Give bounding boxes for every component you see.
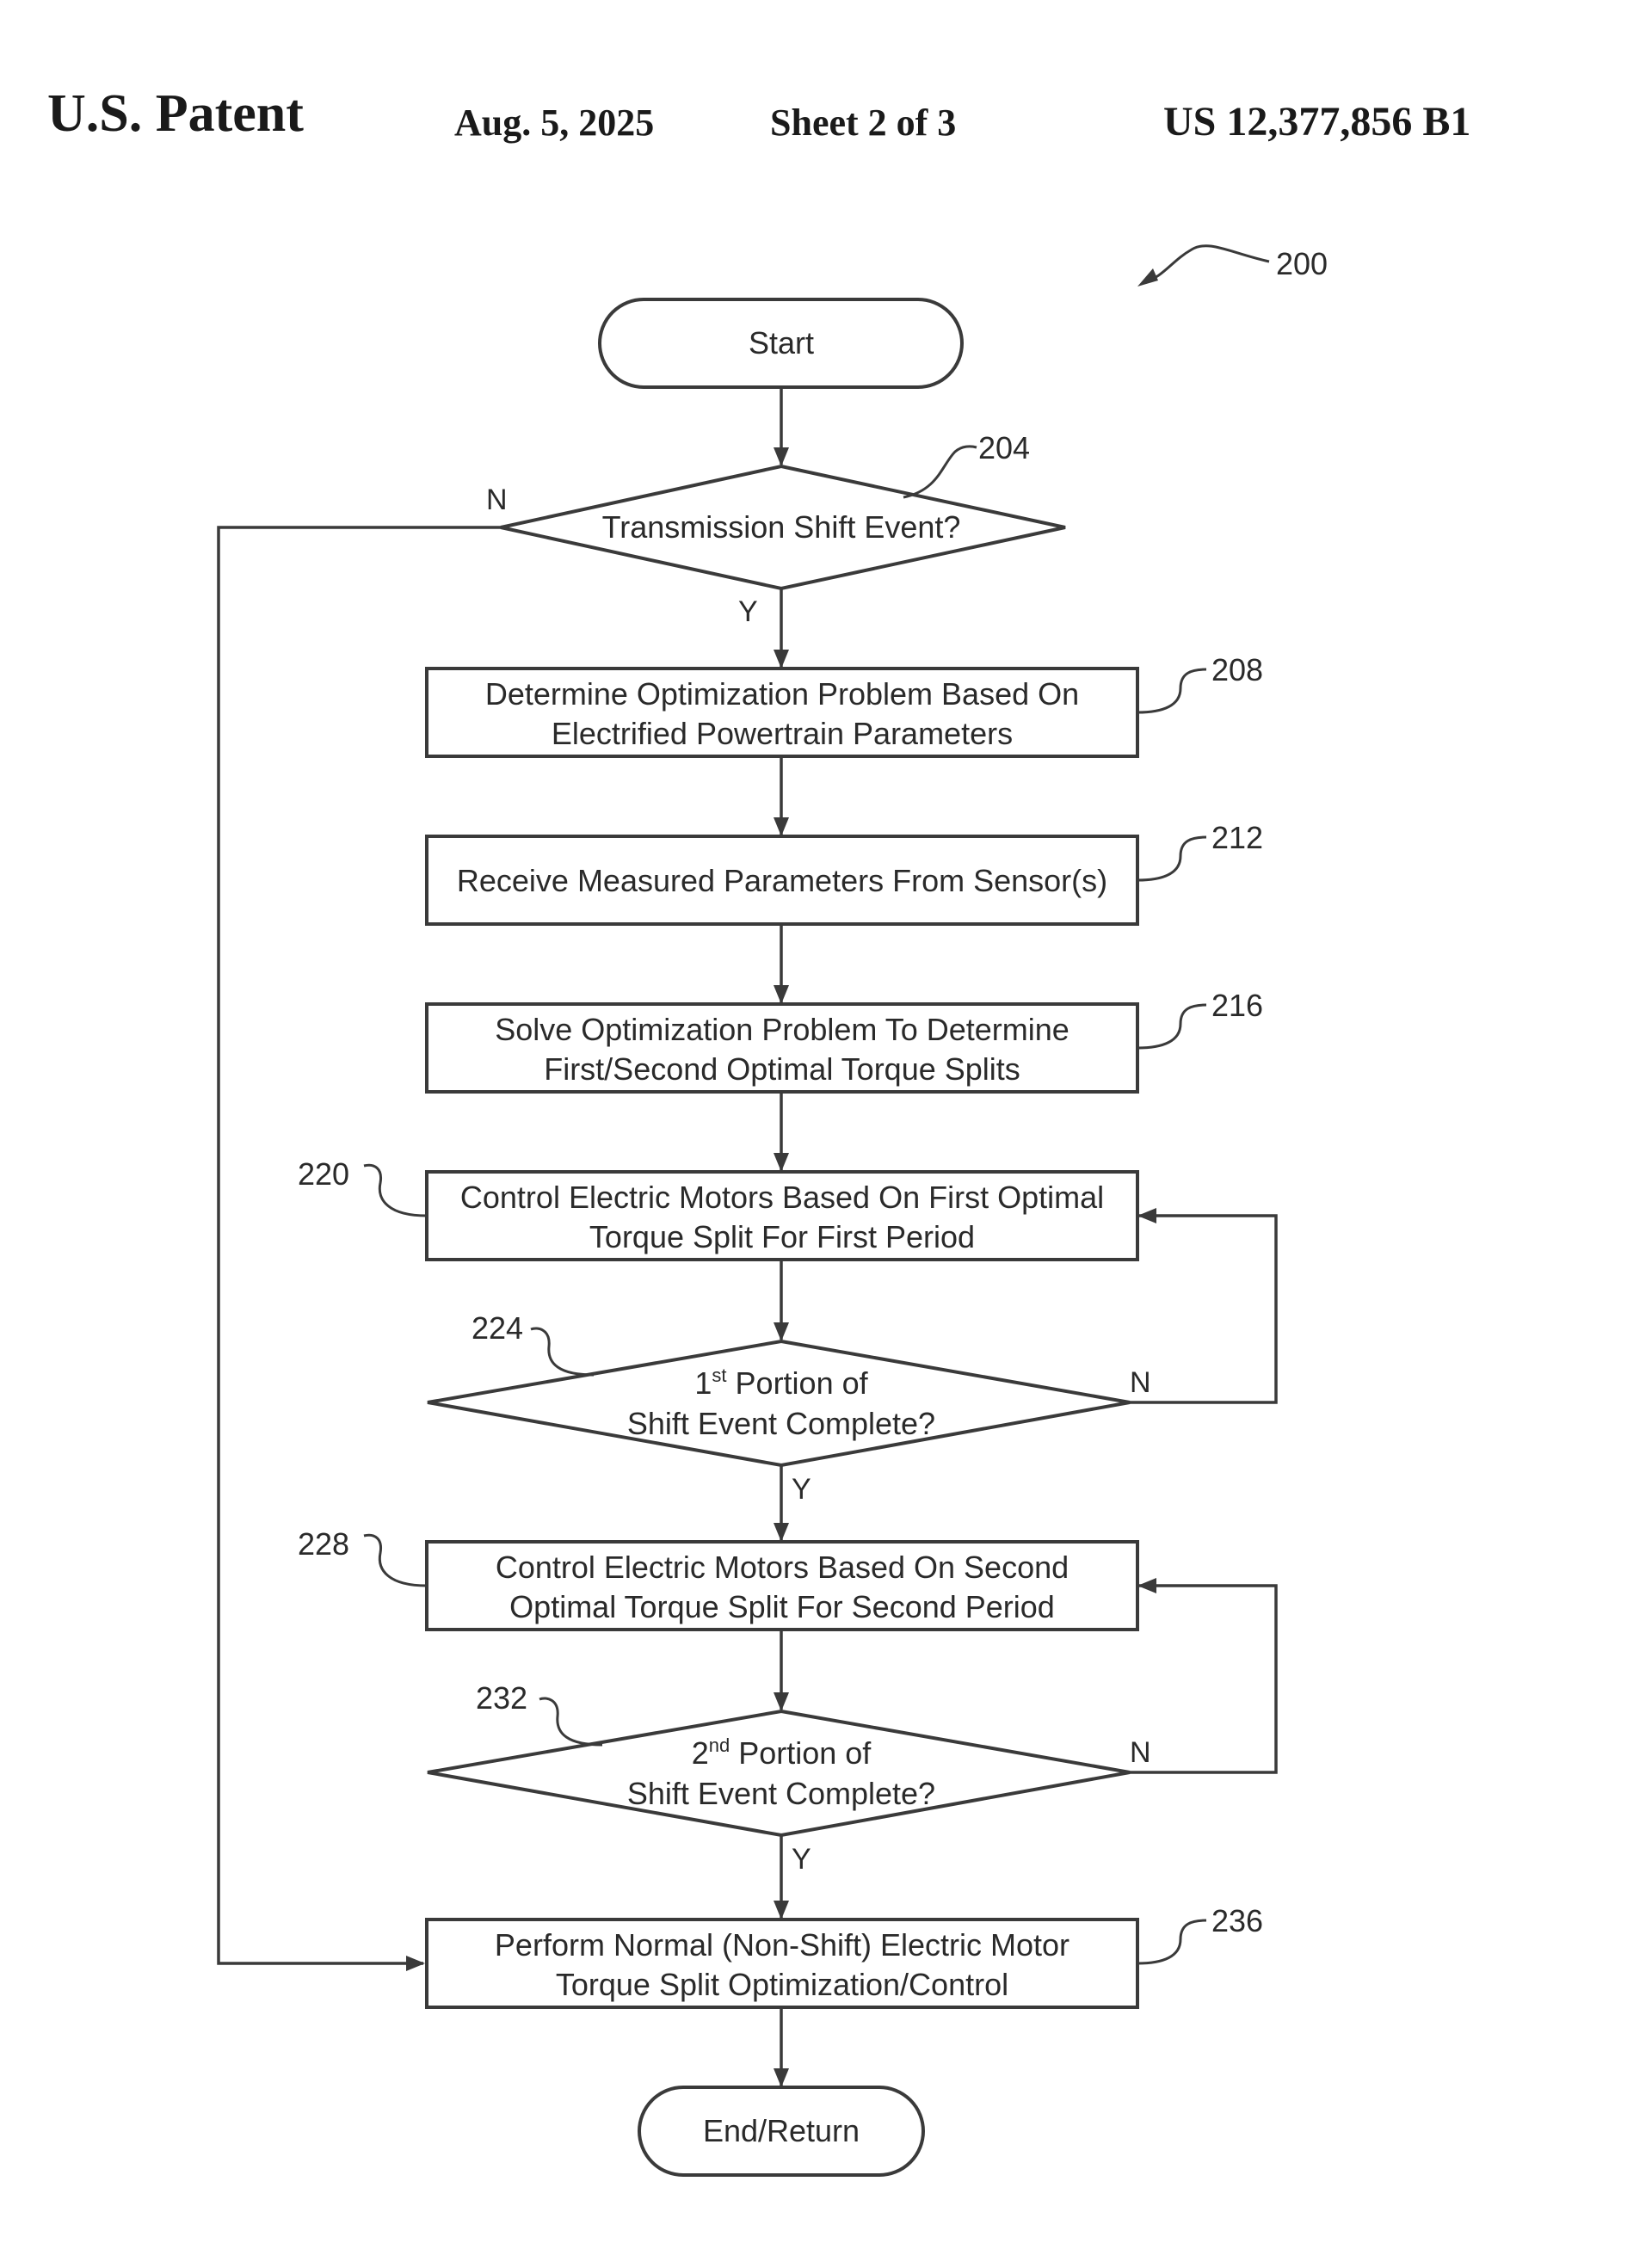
process-208-line2: Electrified Powertrain Parameters — [552, 716, 1013, 751]
header-sheet: Sheet 2 of 3 — [770, 102, 956, 144]
figure-ref-label: 200 — [1276, 246, 1328, 281]
ref-236-label: 236 — [1211, 1903, 1263, 1938]
ref-208-label: 208 — [1211, 652, 1263, 687]
header-patent-number: US 12,377,856 B1 — [1163, 99, 1470, 145]
decision-224-line1: 1st Portion of — [694, 1365, 868, 1401]
ref-216-label: 216 — [1211, 988, 1263, 1023]
process-228-line1: Control Electric Motors Based On Second — [496, 1550, 1069, 1585]
process-212-label: Receive Measured Parameters From Sensor(… — [457, 863, 1107, 898]
edge-204-no-to-236 — [217, 526, 501, 1971]
decision-224-no-label: N — [1130, 1366, 1151, 1399]
ref-224-label: 224 — [472, 1310, 523, 1346]
decision-204-yes-label: Y — [738, 595, 758, 628]
ref-212-label: 212 — [1211, 820, 1263, 855]
ref-220-label: 220 — [298, 1156, 349, 1192]
process-208 — [425, 667, 1139, 758]
figure-ref-lead-line — [1143, 244, 1270, 284]
end-label: End/Return — [703, 2113, 860, 2148]
process-216-line2: First/Second Optimal Torque Splits — [544, 1051, 1020, 1087]
ref-220-lead — [363, 1163, 428, 1217]
end-terminal — [638, 2086, 925, 2177]
process-228-line2: Optimal Torque Split For Second Period — [509, 1589, 1055, 1624]
ref-216-lead — [1137, 1003, 1207, 1050]
decision-232-line1: 2nd Portion of — [692, 1735, 872, 1771]
ref-204-label: 204 — [978, 430, 1030, 465]
process-216-line1: Solve Optimization Problem To Determine — [495, 1012, 1069, 1047]
decision-224 — [427, 1339, 1131, 1468]
ref-228-label: 228 — [298, 1526, 349, 1562]
decision-204-label: Transmission Shift Event? — [602, 509, 961, 545]
process-236-line1: Perform Normal (Non-Shift) Electric Moto… — [495, 1927, 1069, 1963]
process-220-line2: Torque Split For First Period — [589, 1219, 975, 1254]
header-left: U.S. Patent — [47, 84, 304, 143]
ref-232-label: 232 — [476, 1680, 527, 1716]
process-220-line1: Control Electric Motors Based On First O… — [460, 1180, 1104, 1215]
decision-204-no-label: N — [486, 484, 508, 516]
figure-ref-arrowhead — [1137, 268, 1158, 287]
edge-232-no-loop — [1130, 1578, 1278, 1774]
ref-212-lead — [1137, 835, 1207, 882]
process-236-line2: Torque Split Optimization/Control — [556, 1967, 1008, 2002]
edge-224-no-loop — [1130, 1208, 1278, 1404]
ref-224-lead — [530, 1327, 595, 1377]
decision-232 — [427, 1709, 1131, 1838]
decision-224-yes-label: Y — [792, 1473, 811, 1506]
header-date: Aug. 5, 2025 — [454, 102, 654, 144]
process-236 — [425, 1918, 1139, 2009]
ref-232-lead — [539, 1697, 603, 1747]
decision-232-no-label: N — [1130, 1736, 1151, 1769]
process-208-line1: Determine Optimization Problem Based On — [485, 676, 1079, 712]
ref-236-lead — [1137, 1919, 1207, 1965]
ref-228-lead — [363, 1533, 428, 1587]
decision-232-yes-label: Y — [792, 1843, 811, 1876]
decision-224-line2: Shift Event Complete? — [627, 1406, 935, 1441]
decision-232-line2: Shift Event Complete? — [627, 1776, 935, 1811]
start-label: Start — [749, 325, 814, 360]
ref-208-lead — [1137, 668, 1207, 714]
ref-204-lead — [903, 445, 977, 499]
process-220 — [425, 1170, 1139, 1261]
